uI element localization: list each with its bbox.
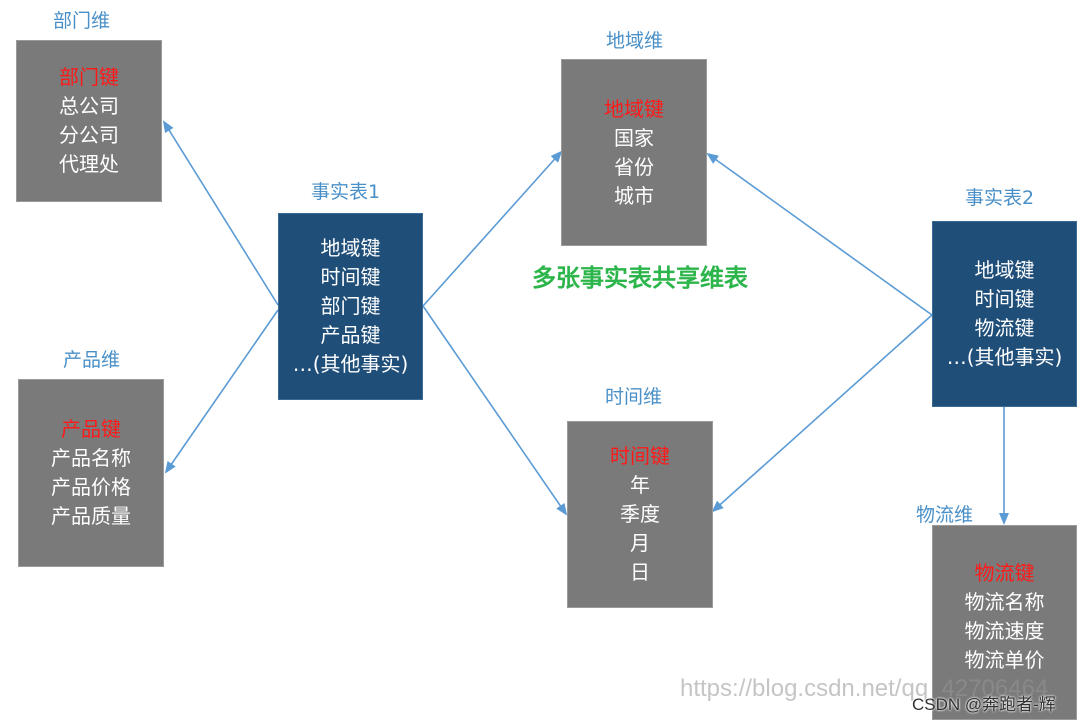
fact2-field: 物流键 xyxy=(974,316,1035,340)
fact1-field: 部门键 xyxy=(320,294,381,318)
logistics-dim-key: 物流键 xyxy=(974,561,1035,585)
logistics-dim-field: 物流名称 xyxy=(964,590,1045,614)
product-dim-box: 产品键 产品名称 产品价格 产品质量 xyxy=(18,379,164,567)
dept-dim-box: 部门键 总公司 分公司 代理处 xyxy=(16,40,162,202)
arrow-fact1-to-region xyxy=(422,150,563,307)
region-dim-field: 国家 xyxy=(614,125,654,150)
dept-dim-field: 总公司 xyxy=(59,94,119,118)
arrow-fact2-to-time xyxy=(711,314,933,513)
logistics-dim-field: 物流速度 xyxy=(964,619,1045,643)
fact2-field: 时间键 xyxy=(974,287,1035,311)
region-dim-field: 城市 xyxy=(614,183,654,208)
logistics-dim-field: 物流单价 xyxy=(964,648,1045,672)
time-dim-box: 时间键 年 季度 月 日 xyxy=(567,421,713,608)
arrow-fact1-to-dept xyxy=(162,120,279,306)
arrow-fact2-to-region xyxy=(706,152,933,316)
time-dim-field: 季度 xyxy=(620,502,660,526)
fact1-field: 地域键 xyxy=(320,236,381,260)
center-title: 多张事实表共享维表 xyxy=(532,264,748,292)
csdn-credit: CSDN @奔跑者-辉 xyxy=(912,695,1056,714)
fact2-box: 地域键 时间键 物流键 …(其他事实) xyxy=(932,221,1077,407)
fact1-field: …(其他事实) xyxy=(292,352,409,376)
time-dim-key: 时间键 xyxy=(610,444,670,468)
arrow-fact1-to-product xyxy=(164,309,279,474)
region-dim-key: 地域键 xyxy=(604,96,664,121)
arrow-fact1-to-time xyxy=(422,305,568,516)
region-dim-box: 地域键 国家 省份 城市 xyxy=(561,59,707,246)
fact1-box: 地域键 时间键 部门键 产品键 …(其他事实) xyxy=(278,213,423,400)
product-dim-field: 产品质量 xyxy=(51,504,131,528)
dept-dim-field: 代理处 xyxy=(59,152,119,176)
fact1-field: 产品键 xyxy=(320,323,381,347)
product-dim-key: 产品键 xyxy=(61,417,121,441)
product-dim-field: 产品名称 xyxy=(51,446,131,470)
dept-dim-field: 分公司 xyxy=(59,123,119,147)
time-dim-field: 年 xyxy=(630,473,650,497)
time-dim-label: 时间维 xyxy=(605,386,663,408)
logistics-dim-label: 物流维 xyxy=(916,504,974,526)
fact2-field: 地域键 xyxy=(974,258,1035,282)
time-dim-field: 日 xyxy=(630,560,650,584)
dept-dim-key: 部门键 xyxy=(59,65,119,89)
product-dim-label: 产品维 xyxy=(63,349,121,371)
url-watermark: https://blog.csdn.net/qq_42706464 xyxy=(680,675,1049,702)
region-dim-label: 地域维 xyxy=(606,30,664,52)
time-dim-field: 月 xyxy=(630,531,650,555)
dept-dim-label: 部门维 xyxy=(53,10,111,32)
fact2-label: 事实表2 xyxy=(965,187,1035,209)
fact2-field: …(其他事实) xyxy=(946,345,1063,369)
fact1-label: 事实表1 xyxy=(311,181,381,203)
logistics-dim-box: 物流键 物流名称 物流速度 物流单价 xyxy=(932,525,1077,720)
product-dim-field: 产品价格 xyxy=(51,475,131,499)
fact1-field: 时间键 xyxy=(320,265,381,289)
region-dim-field: 省份 xyxy=(614,154,654,179)
